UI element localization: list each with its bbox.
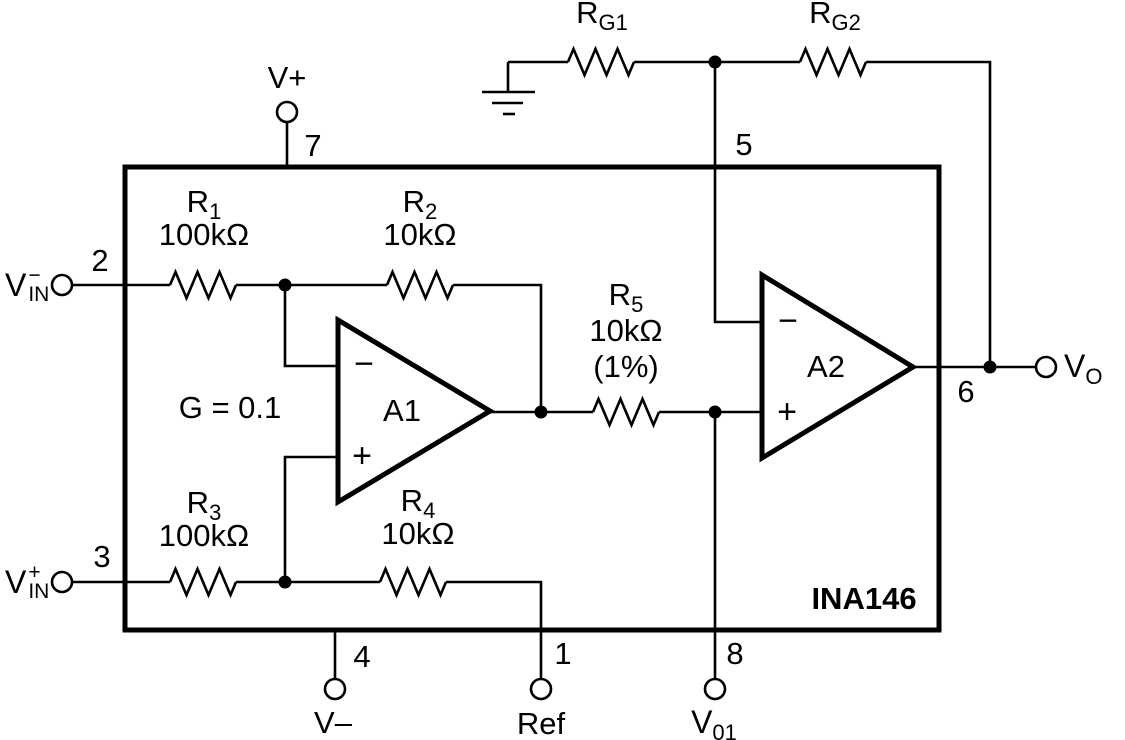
pin6-label: 6 — [957, 374, 975, 409]
a1-noninverting-sign: + — [352, 437, 372, 475]
opamp-a2-triangle — [759, 270, 918, 463]
v01-label: V01 — [691, 704, 737, 740]
opamp-a1-label: A1 — [383, 393, 421, 428]
pin7-label: 7 — [304, 128, 322, 163]
wire-r4-to-ref-pin — [446, 580, 543, 679]
wire-r2-to-a1-output — [453, 283, 543, 412]
pin8-label: 8 — [726, 636, 744, 671]
junction-dot-top — [708, 55, 722, 69]
pin4-label: 4 — [353, 639, 371, 674]
terminal-vin-pos — [50, 570, 74, 594]
ground-icon — [482, 62, 535, 116]
a1-inverting-sign: − — [354, 345, 374, 383]
pin2-label: 2 — [91, 243, 109, 278]
a2-inverting-sign: − — [778, 302, 798, 340]
junction-dot-a2-input — [708, 405, 722, 419]
terminal-vplus — [275, 100, 299, 124]
junction-dot-output — [983, 360, 997, 374]
terminal-ref — [529, 677, 553, 701]
vplus-label: V+ — [267, 60, 307, 95]
a2-noninverting-sign: + — [777, 393, 797, 431]
pin5-label: 5 — [735, 127, 753, 162]
gain-label: G = 0.1 — [178, 390, 282, 425]
terminal-v01 — [703, 677, 727, 701]
junction-dot-a1-output — [534, 405, 548, 419]
terminal-vin-neg — [50, 273, 74, 297]
junction-dot-r1 — [278, 278, 292, 292]
opamp-a1-triangle — [335, 315, 495, 507]
r1-label: R1 100kΩ — [158, 184, 250, 252]
wire-node-to-a1-inverting — [283, 285, 340, 368]
rg1-label: RG1 — [576, 0, 628, 36]
wire-pin5-to-a2-inverting — [713, 62, 764, 324]
r2-label: R2 10kΩ — [383, 184, 457, 252]
r4-label: R4 10kΩ — [381, 483, 455, 551]
vin-pos-label: V+IN — [5, 561, 50, 603]
vo-label: VO — [1064, 348, 1103, 390]
resistor-r4 — [378, 565, 448, 599]
wire-node-to-a1-noninverting — [283, 455, 340, 582]
resistor-rg1 — [566, 45, 636, 79]
rg2-label: RG2 — [809, 0, 861, 36]
r5-label: R5 10kΩ (1%) — [589, 277, 663, 384]
resistor-r1 — [168, 268, 238, 302]
r3-label: R3 100kΩ — [158, 485, 250, 553]
vin-neg-label: V−IN — [5, 264, 50, 306]
resistor-rg2 — [798, 45, 868, 79]
device-name-label: INA146 — [811, 581, 917, 616]
resistor-r3 — [168, 565, 238, 599]
ic-boundary-box — [122, 164, 942, 633]
wire-rg2-to-output-node — [866, 60, 992, 367]
ref-label: Ref — [516, 706, 566, 740]
vminus-label: V– — [314, 705, 352, 740]
junction-dot-r3 — [278, 575, 292, 589]
terminal-vminus — [323, 677, 347, 701]
resistor-r5 — [591, 395, 661, 429]
pin1-label: 1 — [554, 636, 572, 671]
pin3-label: 3 — [93, 539, 111, 574]
opamp-a2-label: A2 — [807, 349, 845, 384]
terminal-vo — [1034, 355, 1058, 379]
resistor-r2 — [385, 268, 455, 302]
